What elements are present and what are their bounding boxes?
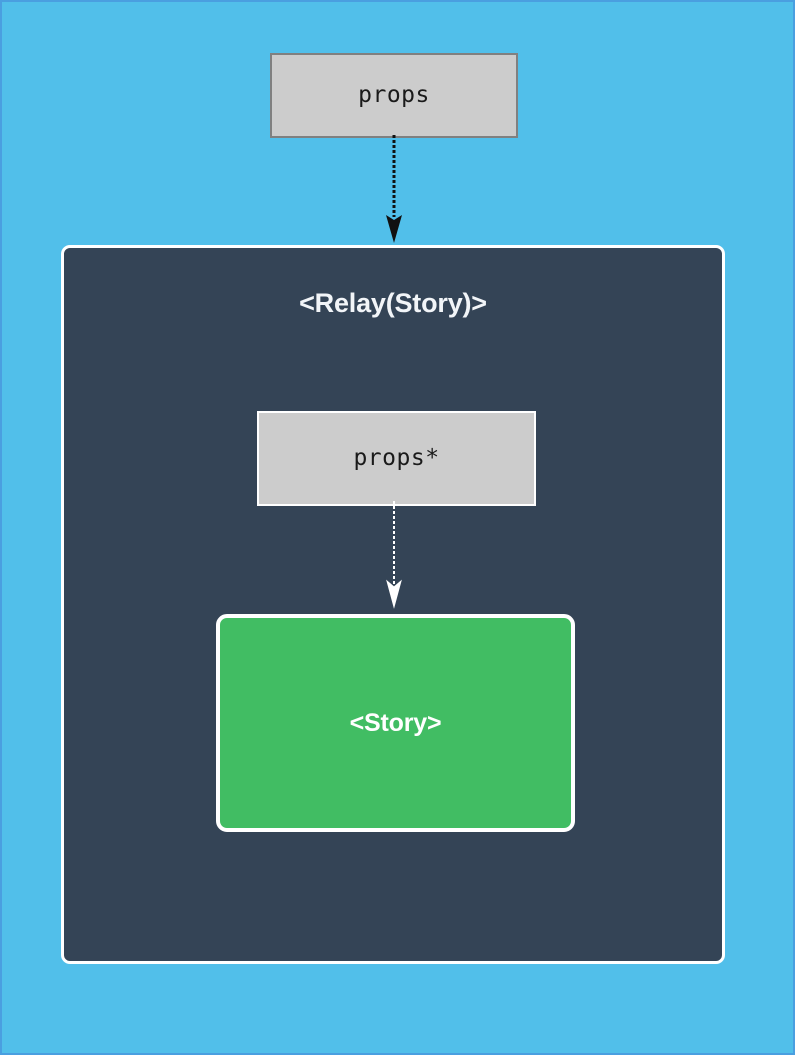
props-star-node-label: props* — [353, 445, 440, 471]
relay-story-panel[interactable]: <Relay(Story)> props* <Story> — [61, 245, 725, 964]
props-to-relay-arrow-icon — [386, 135, 402, 243]
story-node-label: <Story> — [349, 708, 442, 737]
story-node[interactable]: <Story> — [216, 614, 575, 832]
props-node-label: props — [358, 82, 430, 108]
props-star-node[interactable]: props* — [257, 411, 536, 506]
relay-story-title: <Relay(Story)> — [299, 288, 487, 318]
props-node[interactable]: props — [270, 53, 518, 138]
